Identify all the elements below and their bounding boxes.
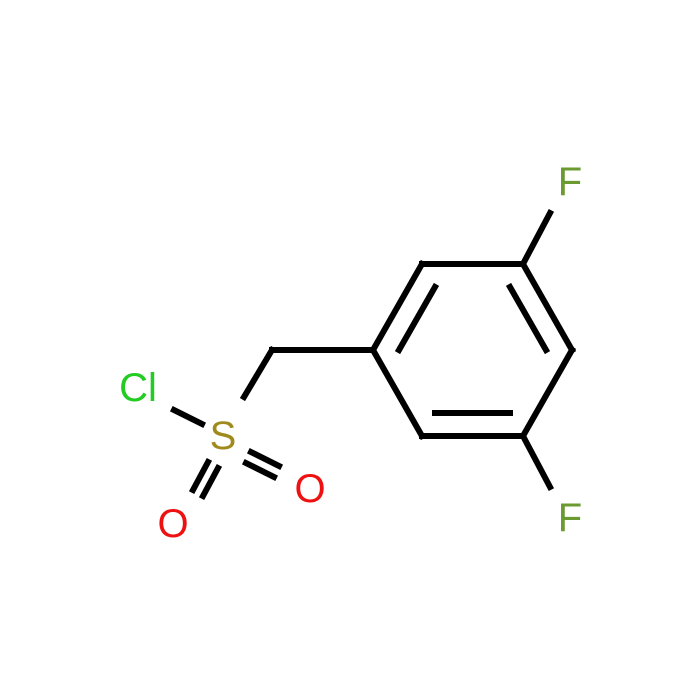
bond-ring-inner-2 [505, 282, 551, 355]
bond-c5-f2 [518, 431, 555, 492]
bond-s-o2-a [246, 447, 284, 471]
atom-label-oxygen-right: O [294, 467, 325, 511]
atom-label-oxygen-bottom: O [157, 502, 188, 546]
atom-label-chlorine: Cl [119, 366, 157, 410]
atom-label-sulfur: S [210, 414, 237, 458]
atom-label-fluorine-top: F [558, 160, 582, 204]
atom-label-fluorine-bottom: F [558, 496, 582, 540]
bond-s-cl [169, 405, 207, 429]
bond-ring-inner-1 [394, 282, 440, 355]
bond-ring-c3-c4 [518, 259, 577, 355]
bond-s-o2-b [241, 458, 279, 482]
bond-ring-c6-c1 [368, 345, 427, 441]
bond-ch2-s [239, 345, 277, 402]
bond-ring-c1-c2 [368, 259, 427, 355]
bond-c3-f1 [518, 208, 555, 269]
bond-ring-c4-c5 [518, 345, 577, 441]
bond-s-o1-b [198, 463, 223, 501]
bond-s-o1-a [188, 457, 213, 495]
